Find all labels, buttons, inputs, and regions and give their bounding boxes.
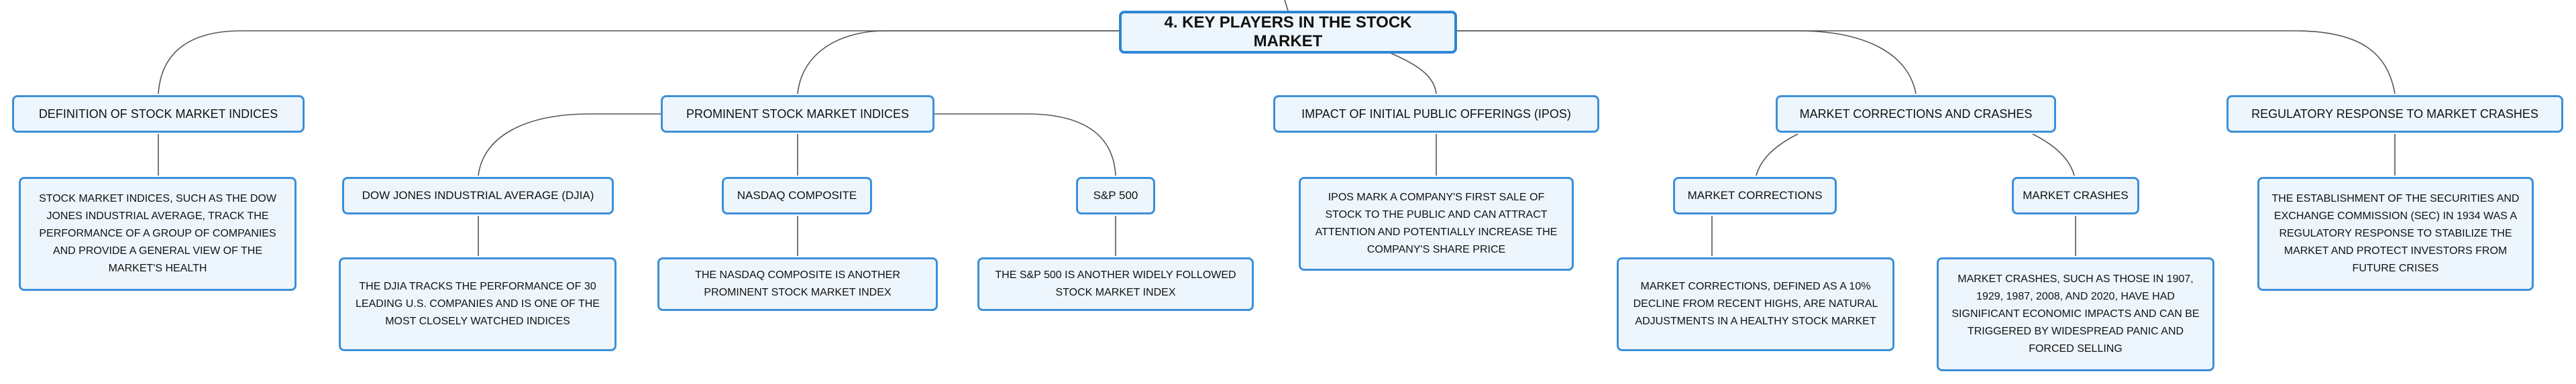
connector-corr-crashes — [2032, 133, 2075, 176]
subtopic-nasdaq-composite[interactable]: NASDAQ COMPOSITE — [722, 177, 872, 214]
topic-corrections-and-crashes[interactable]: MARKET CORRECTIONS AND CRASHES — [1776, 95, 2056, 133]
connector-prominent-sp500 — [934, 113, 1116, 176]
subtopic-market-corrections[interactable]: MARKET CORRECTIONS — [1673, 177, 1837, 214]
subtopic-sp500[interactable]: S&P 500 — [1076, 177, 1155, 214]
connector-root-prominent — [797, 30, 1119, 94]
detail-impact-of-ipos: IPOS MARK A COMPANY'S FIRST SALE OF STOC… — [1299, 177, 1574, 271]
connector-root-ipos — [1388, 52, 1437, 94]
subtopic-djia[interactable]: DOW JONES INDUSTRIAL AVERAGE (DJIA) — [342, 177, 614, 214]
detail-sp500: THE S&P 500 IS ANOTHER WIDELY FOLLOWED S… — [977, 257, 1254, 311]
detail-regulatory-response: THE ESTABLISHMENT OF THE SECURITIES AND … — [2257, 177, 2534, 291]
detail-market-crashes: MARKET CRASHES, SUCH AS THOSE IN 1907, 1… — [1937, 257, 2214, 371]
root-topic[interactable]: 4. KEY PLAYERS IN THE STOCK MARKET — [1119, 11, 1457, 54]
detail-djia: THE DJIA TRACKS THE PERFORMANCE OF 30 LE… — [339, 257, 616, 351]
topic-definition-of-indices[interactable]: DEFINITION OF STOCK MARKET INDICES — [12, 95, 305, 133]
detail-definition-of-indices: STOCK MARKET INDICES, SUCH AS THE DOW JO… — [19, 177, 297, 291]
topic-regulatory-response[interactable]: REGULATORY RESPONSE TO MARKET CRASHES — [2226, 95, 2563, 133]
connector-root-corrections — [1457, 30, 1917, 94]
connector-root-definition — [158, 30, 1119, 94]
topic-impact-of-ipos[interactable]: IMPACT OF INITIAL PUBLIC OFFERINGS (IPOS… — [1273, 95, 1599, 133]
subtopic-market-crashes[interactable]: MARKET CRASHES — [2012, 177, 2139, 214]
connector-corr-corrections — [1756, 133, 1799, 176]
topic-prominent-indices[interactable]: PROMINENT STOCK MARKET INDICES — [661, 95, 934, 133]
detail-nasdaq-composite: THE NASDAQ COMPOSITE IS ANOTHER PROMINEN… — [657, 257, 938, 311]
connector-root-regulatory — [1457, 30, 2396, 94]
detail-market-corrections: MARKET CORRECTIONS, DEFINED AS A 10% DEC… — [1617, 257, 1894, 351]
connector-prominent-djia — [478, 113, 661, 176]
connector-root-top — [1284, 0, 1289, 11]
